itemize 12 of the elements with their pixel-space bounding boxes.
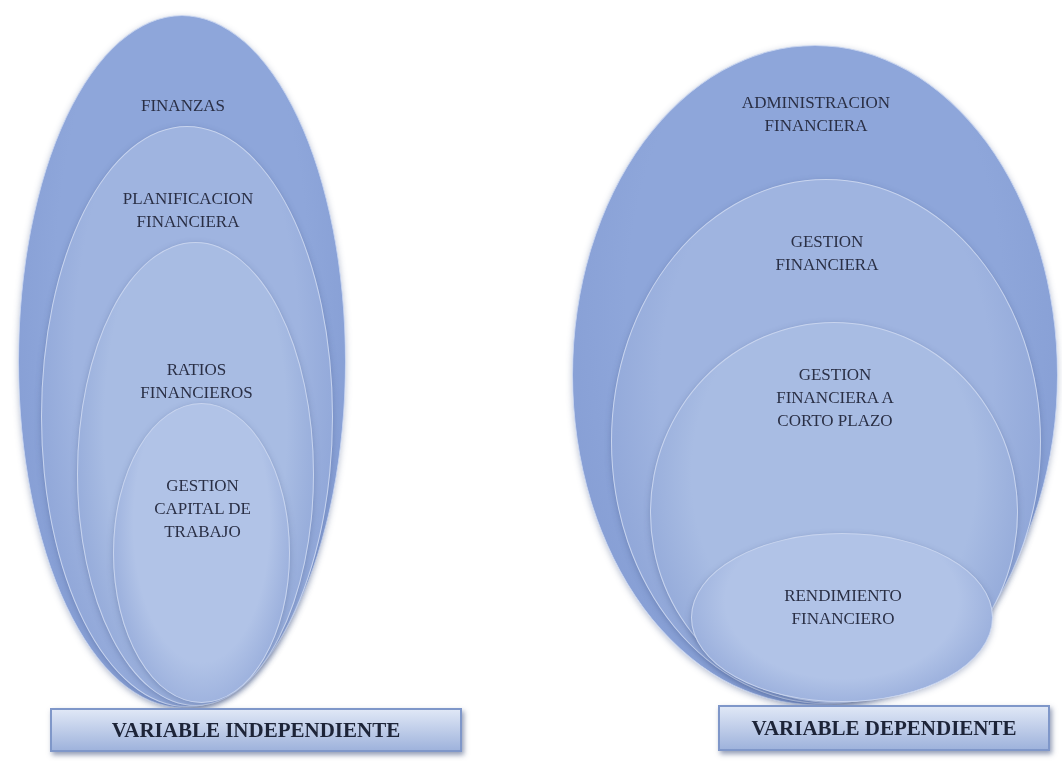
banner-title: VARIABLE INDEPENDIENTE	[111, 717, 401, 743]
oval-label: RATIOS FINANCIEROS	[139, 359, 254, 404]
oval-label: GESTION FINANCIERA A CORTO PLAZO	[775, 364, 895, 432]
oval-label: GESTION CAPITAL DE TRABAJO	[153, 475, 252, 543]
oval-label: ADMINISTRACION FINANCIERA	[740, 92, 892, 137]
oval-label: PLANIFICACION FINANCIERA	[121, 188, 255, 233]
oval-label: RENDIMIENTO FINANCIERO	[783, 585, 903, 630]
banner-title: VARIABLE DEPENDIENTE	[751, 715, 1017, 741]
oval-label: FINANZAS	[139, 95, 227, 117]
oval-label: GESTION FINANCIERA	[774, 231, 880, 276]
variable-banner	[718, 705, 1050, 751]
variable-banner	[50, 708, 462, 752]
